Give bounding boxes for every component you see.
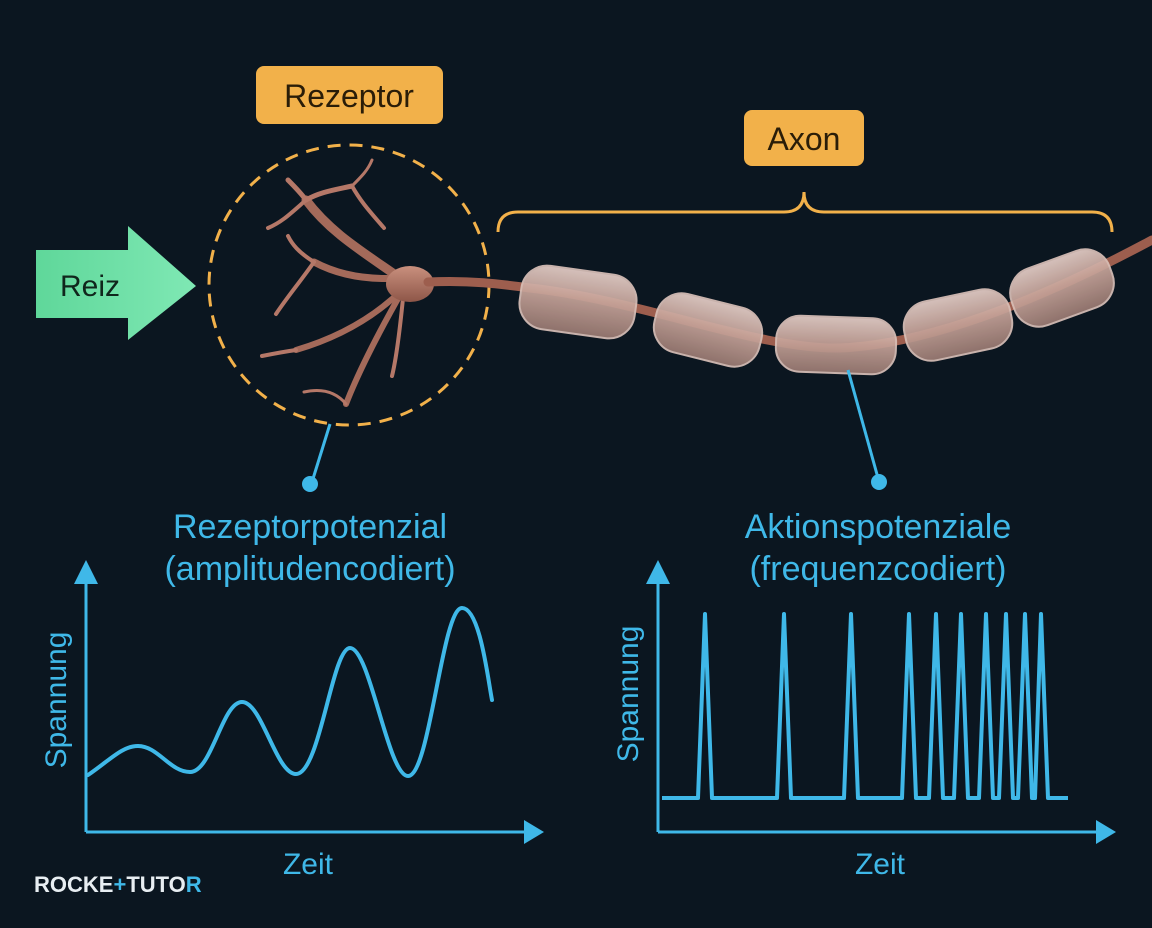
axon-pointer [846,369,887,490]
axon-brace [496,191,1114,233]
right-y-axis-label: Spannung [612,626,645,763]
receptor-label: Rezeptor [284,78,414,114]
cell-body [386,266,434,302]
myelin-sheaths [518,248,1115,376]
left-graph: Spannung Zeit [40,560,544,881]
axon-badge: Axon [744,110,864,166]
stimulus-label: Reiz [60,270,120,303]
right-y-axis-arrow-icon [646,560,670,584]
receptor-potential-curve [86,605,494,779]
right-graph-title: Aktionspotenziale [745,508,1012,546]
action-potential-spike-train [662,612,1068,800]
left-x-axis-arrow-icon [524,820,544,844]
left-graph-subtitle: (amplitudencodiert) [164,550,455,588]
receptor-badge: Rezeptor [256,66,443,124]
left-graph-title: Rezeptorpotenzial [173,508,447,546]
right-graph: Spannung Zeit [612,560,1116,881]
left-y-axis-arrow-icon [74,560,98,584]
dendrites [260,158,407,407]
right-x-axis-arrow-icon [1096,820,1116,844]
stimulus-arrow: Reiz [36,226,196,340]
brand-logo: ROCKE+TUTOR [34,872,202,897]
right-x-axis-label: Zeit [855,848,906,881]
axon-label: Axon [768,121,841,157]
right-graph-subtitle: (frequenzcodiert) [749,550,1006,588]
left-x-axis-label: Zeit [283,848,334,881]
receptor-pointer [302,423,332,492]
left-y-axis-label: Spannung [40,632,73,769]
